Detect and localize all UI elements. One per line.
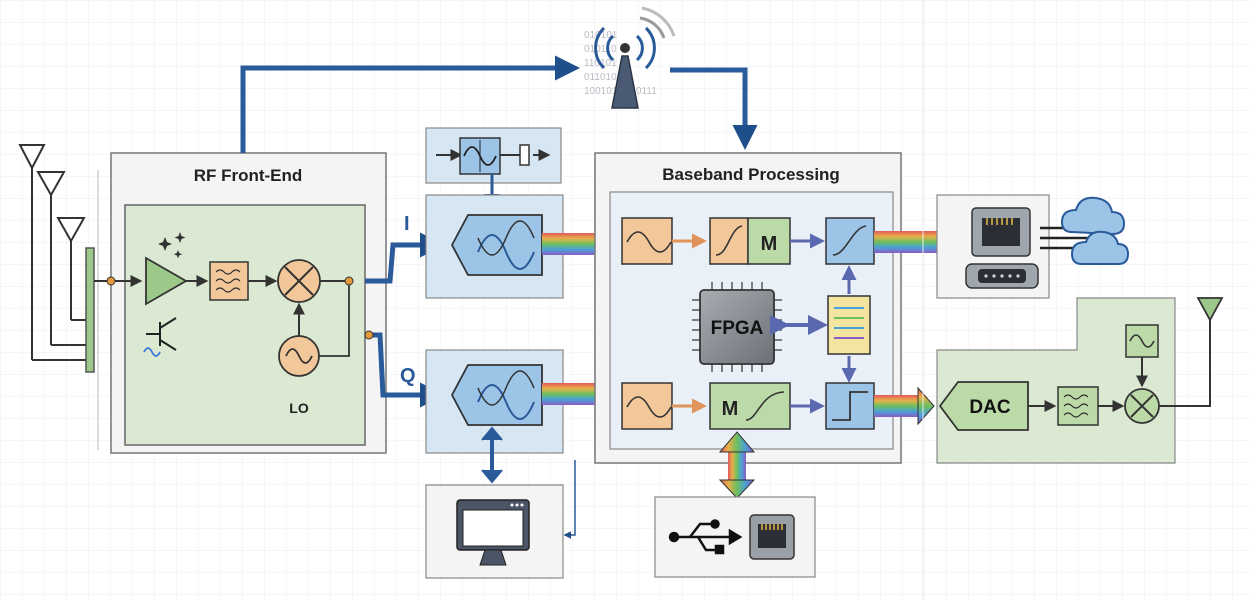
serial-port-icon [965,263,1039,289]
q-baseband-chain: M [621,382,875,430]
i-mixer-label: M [761,233,778,255]
tower-bits-5: 0111 [636,86,657,97]
ethernet-port-icon [749,514,795,560]
i-ddc-filter-icon [621,217,673,265]
tower-bits-1: 010110 [584,44,617,55]
crystal-filter-icon [436,137,551,175]
junction-dot [106,276,116,286]
rf-front-end-title: RF Front-End [194,166,303,185]
i-adc-filter-icon [450,214,543,276]
tower-bus [240,55,758,153]
q-mixer-block [709,382,791,430]
fpga-chip: FPGA [692,282,782,372]
dac-block: DAC [938,381,1029,431]
usb-link-arrow [718,431,756,499]
fpga-label: FPGA [711,318,764,339]
usb-icon [668,519,743,555]
bandpass-filter-icon [209,261,249,301]
receive-antenna-array [18,144,88,361]
q-output-arrow [874,386,935,426]
transistor-icon [143,317,177,357]
q-ddc-filter-icon [621,382,673,430]
cell-tower-icon: 010101 010110 110101 011010 100101 0111 [584,6,676,109]
tower-bits-4: 100101 [584,86,618,97]
dac-label: DAC [969,397,1010,418]
tx-filter-icon [1057,386,1099,426]
rj45-port-icon [971,207,1031,257]
noise-sparkle-icon [158,232,186,259]
rf-signal-chain: LO [94,256,354,416]
i-baseband-chain: M [621,217,875,265]
lo-label: LO [289,400,309,416]
transmit-antenna-icon [1196,297,1224,322]
q-output-block [825,382,875,430]
i-channel-label: I [404,213,410,235]
monitor-feedback-line [563,460,576,539]
cloud-icon [1040,196,1130,265]
tower-bits-0: 010101 [584,30,618,41]
q-channel-label: Q [400,365,416,387]
antenna-feed-bus [85,247,95,373]
monitor-icon [456,499,530,566]
q-adc-filter-icon [450,364,543,426]
baseband-title: Baseband Processing [662,165,840,184]
iq-bus [365,232,445,408]
buffer-memory-icon [827,295,871,355]
tower-bits-3: 011010 [584,72,617,83]
q-mixer-label: M [722,398,739,420]
lna-amplifier-icon [145,256,188,306]
